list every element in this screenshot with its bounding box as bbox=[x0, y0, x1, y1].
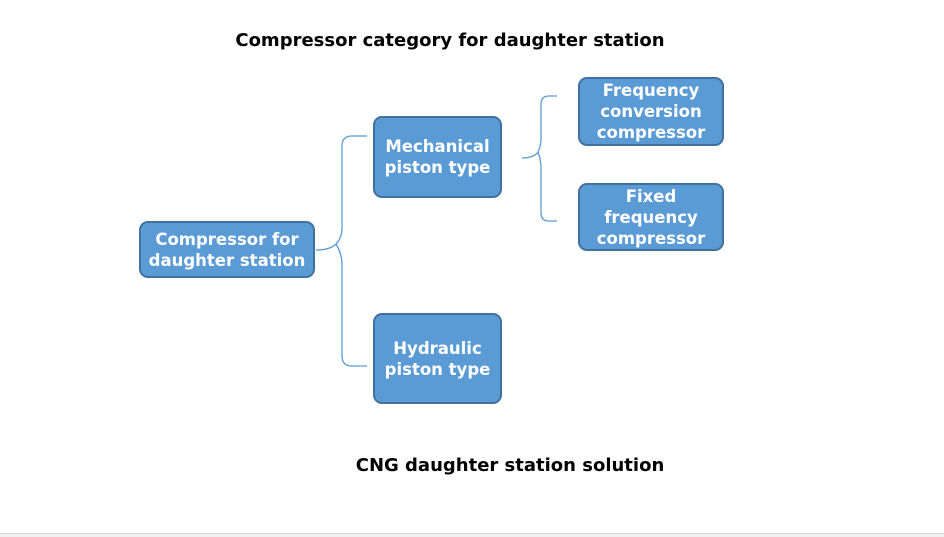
node-label: Compressor for daughter station bbox=[148, 229, 306, 270]
diagram-title: Compressor category for daughter station bbox=[235, 30, 665, 51]
mechanical-bracket bbox=[521, 95, 557, 159]
node-frequency-conversion-compressor: Frequency conversion compressor bbox=[578, 77, 724, 146]
window-bottom-edge bbox=[0, 533, 944, 537]
node-label: Hydraulic piston type bbox=[384, 338, 491, 379]
node-label: Frequency conversion compressor bbox=[596, 81, 706, 142]
node-fixed-frequency-compressor: Fixed frequency compressor bbox=[578, 183, 724, 251]
root-bracket-lower bbox=[335, 243, 367, 367]
node-hydraulic-piston-type: Hydraulic piston type bbox=[373, 313, 502, 404]
node-label: Mechanical piston type bbox=[384, 137, 491, 177]
diagram-caption: CNG daughter station solution bbox=[355, 455, 665, 476]
root-bracket bbox=[315, 135, 367, 251]
node-mechanical-piston-type: Mechanical piston type bbox=[373, 116, 502, 198]
mechanical-bracket-lower bbox=[537, 151, 557, 222]
node-compressor-for-daughter-station: Compressor for daughter station bbox=[139, 221, 315, 278]
node-label: Fixed frequency compressor bbox=[596, 186, 706, 248]
